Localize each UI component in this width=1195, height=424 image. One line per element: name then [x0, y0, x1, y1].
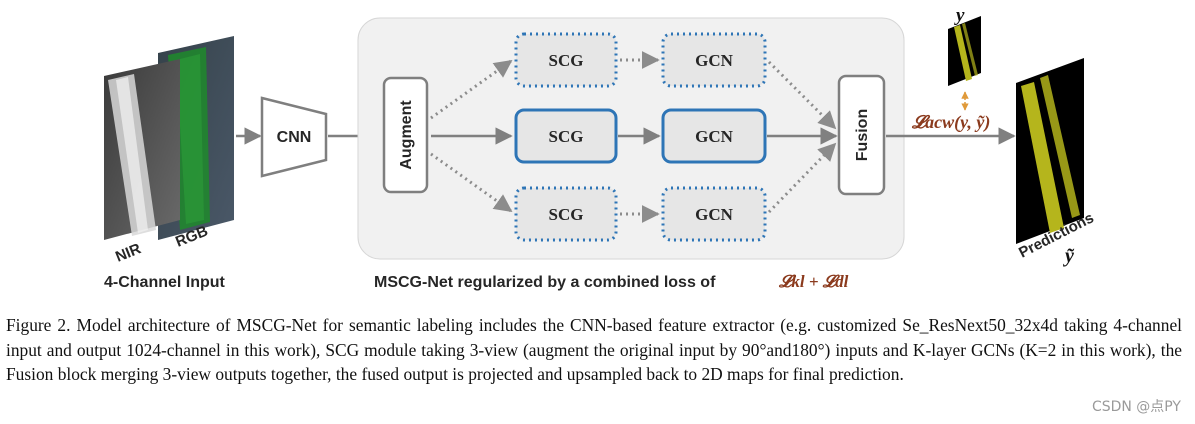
gcn-block-middle	[661, 108, 767, 164]
combined-loss-label: 𝓛kl + 𝓛dl	[778, 272, 849, 291]
input-caption: 4-Channel Input	[104, 274, 226, 291]
gcn-block-bottom	[661, 186, 767, 242]
ground-truth-label: y	[954, 5, 965, 26]
cnn-label: CNN	[277, 129, 312, 146]
gcn-label-middle: GCN	[695, 127, 734, 146]
arrow-gcn-to-fusion-bottom	[767, 142, 837, 214]
scg-label-top: SCG	[549, 51, 584, 70]
fusion-label: Fusion	[854, 109, 871, 161]
cnn-block	[260, 96, 328, 178]
gcn-label-bottom: GCN	[695, 205, 734, 224]
mscg-net-panel	[357, 17, 905, 260]
augment-block	[382, 76, 429, 194]
scg-block-middle	[514, 108, 618, 164]
scg-label-bottom: SCG	[549, 205, 584, 224]
scg-block-bottom	[514, 186, 618, 242]
arrow-augment-to-scg-top	[430, 59, 513, 120]
gcn-label-top: GCN	[695, 51, 734, 70]
mscg-net-caption: MSCG-Net regularized by a combined loss …	[374, 274, 716, 291]
watermark: CSDN @点PY	[1091, 399, 1181, 415]
gcn-block-top	[661, 32, 767, 88]
scg-label-middle: SCG	[549, 127, 584, 146]
prediction-symbol: ỹ	[1063, 245, 1075, 267]
loss-acw-label: 𝓛acw(y, ỹ)	[911, 112, 990, 133]
architecture-diagram: NIR RGB 4-Channel Input CNN Augment SCG …	[104, 5, 1097, 291]
prediction-mask	[1016, 58, 1084, 244]
figure-caption: Figure 2. Model architecture of MSCG-Net…	[6, 315, 1182, 384]
ground-truth-mask	[948, 16, 981, 86]
scg-block-top	[514, 32, 618, 88]
nir-image	[104, 59, 180, 240]
arrow-augment-to-scg-bottom	[430, 152, 513, 213]
augment-label: Augment	[398, 100, 415, 170]
nir-label: NIR	[113, 240, 143, 266]
fusion-block	[837, 74, 886, 196]
